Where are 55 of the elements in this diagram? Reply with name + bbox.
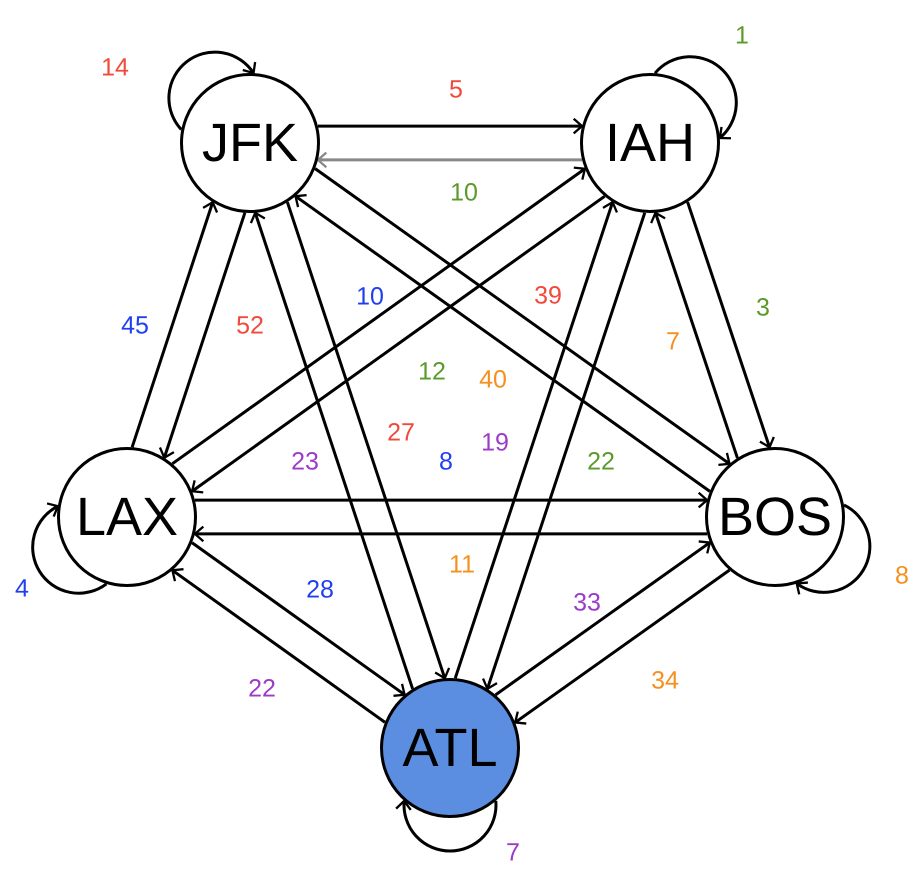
arrow [250,212,414,690]
arrow [194,525,708,542]
edge-label: 11 [449,552,475,578]
edge-label: 8 [895,564,909,588]
self-loop-arrow [796,504,872,596]
edge-label: 10 [450,180,478,206]
arrow [171,568,386,724]
edge-label: 27 [387,420,415,446]
arrow [314,167,731,466]
self-loop-arrow [31,502,108,595]
arrow [190,195,606,494]
arrow [316,151,582,168]
edge-label: 45 [121,314,149,338]
edge-label: 28 [306,578,334,602]
edge-label: 12 [418,360,446,384]
arrow [482,212,646,690]
edge-label: 10 [356,284,384,310]
arrow [454,201,618,679]
edge-label: 33 [573,590,601,616]
airport-code: ATL [402,721,498,775]
airport-code: LAX [76,490,178,544]
airport-code: JFK [202,116,298,170]
self-loop-arrow [395,800,498,852]
edge-label: 40 [479,368,507,392]
edge-label: 52 [236,314,264,338]
edge-label: 4 [15,576,29,602]
edge-label: 1 [735,24,749,48]
edge-label: 7 [506,840,520,866]
arrow [194,492,708,509]
arrow [191,542,406,697]
edge-label: 34 [651,668,679,694]
arrow [514,568,730,725]
edge-label: 3 [756,296,770,320]
arrow [686,202,775,448]
edge-label: 22 [248,676,276,702]
self-loop-arrow [167,50,256,130]
arrow [130,201,218,448]
arrow [318,118,584,135]
arrow [650,212,739,458]
edge-label: 39 [534,284,562,308]
self-loop-arrow [654,55,738,140]
arrow [494,540,711,696]
edge-label: 8 [439,450,453,474]
arrow [286,202,450,680]
edge-label: 23 [291,450,319,474]
arrow [294,194,711,493]
edge-label: 7 [666,330,680,354]
edge-label: 14 [101,56,129,80]
airport-code: BOS [718,490,832,544]
edge-label: 19 [481,430,509,456]
arrow [172,166,586,465]
edge-label: 22 [587,450,615,474]
airport-code: IAH [604,116,696,170]
edge-label: 5 [449,78,463,102]
arrow [158,212,246,459]
